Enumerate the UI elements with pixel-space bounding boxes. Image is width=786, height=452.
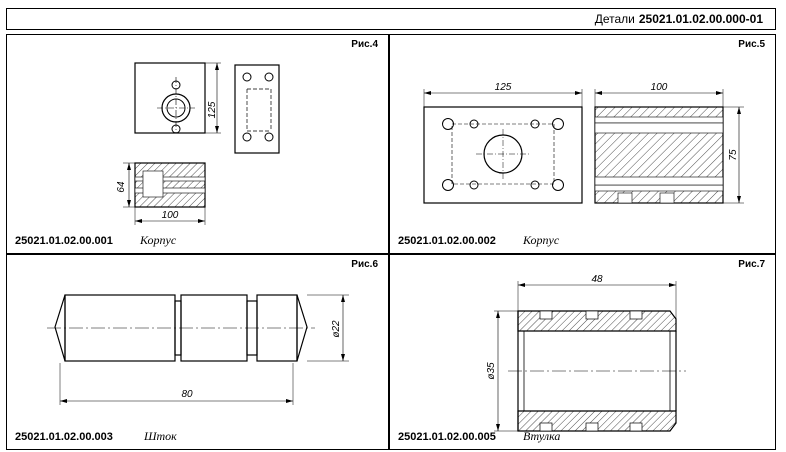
dim-fig5-height: 75 xyxy=(728,149,739,161)
part-code: 25021.01.02.00.005 xyxy=(398,431,496,443)
figure-number: Рис.7 xyxy=(738,259,765,270)
drawing-fig7: 48 ø35 xyxy=(486,274,686,432)
part-code: 25021.01.02.00.003 xyxy=(15,431,113,443)
part-code: 25021.01.02.00.001 xyxy=(15,235,113,247)
dim-fig4-width: 100 xyxy=(162,210,179,221)
dim-fig5-width: 125 xyxy=(495,82,512,93)
panel-fig7: 48 ø35 Рис.7 25021.01.02.00.005 Втулка xyxy=(389,254,776,450)
dim-fig7-diameter: ø35 xyxy=(486,362,497,380)
dim-fig6-length: 80 xyxy=(181,389,193,400)
dim-fig6-diameter: ø22 xyxy=(331,320,342,338)
part-name: Втулка xyxy=(523,429,561,443)
part-code: 25021.01.02.00.002 xyxy=(398,235,496,247)
drawing-fig4: 125 64 100 xyxy=(116,62,280,225)
part-name: Шток xyxy=(144,429,177,443)
dim-fig4-thickness: 64 xyxy=(116,181,127,193)
panel-fig6: ø22 80 Рис.6 25021.01.02.00.003 Шток xyxy=(6,254,389,450)
drawing-fig6: ø22 80 xyxy=(47,294,349,405)
dim-fig5-length: 100 xyxy=(651,82,668,93)
part-name: Корпус xyxy=(523,233,560,247)
drawing-fig5: 125 100 75 xyxy=(423,82,744,204)
title-prefix: Детали xyxy=(594,12,635,26)
figure-number: Рис.5 xyxy=(738,39,765,50)
part-name: Корпус xyxy=(140,233,177,247)
panel-fig4: 125 64 100 Рис.4 25021.01.02.00.001 Корп… xyxy=(6,34,389,254)
dim-fig7-length: 48 xyxy=(591,274,603,285)
dim-fig4-height: 125 xyxy=(207,101,218,118)
panel-fig5: 125 100 75 Рис.5 25021.01.02.00.002 Корп… xyxy=(389,34,776,254)
figure-number: Рис.4 xyxy=(351,39,378,50)
figure-number: Рис.6 xyxy=(351,259,378,270)
assembly-code: 25021.01.02.00.000-01 xyxy=(638,12,763,26)
